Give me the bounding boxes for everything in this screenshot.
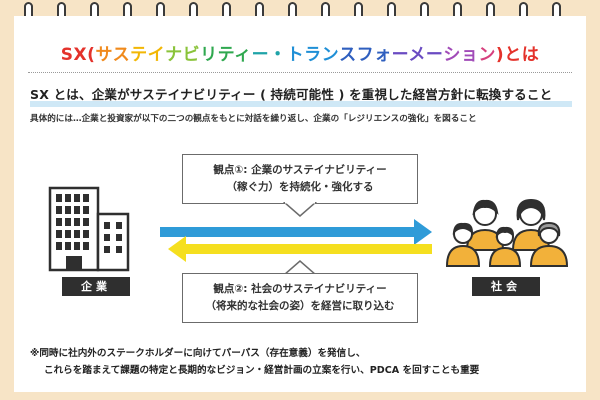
title-segment: ナビ (165, 45, 201, 65)
title-segment: ン (478, 45, 496, 65)
callout-pointer-up (283, 260, 317, 275)
title-segment: トラン (286, 45, 340, 65)
title-segment: とは (504, 45, 540, 65)
viewpoint1-line1: 観点①: 企業のサステイナビリティー (213, 164, 387, 176)
viewpoint2-box: 観点②: 社会のサステイナビリティー （将来的な社会の姿）を経営に取り込む (182, 273, 418, 323)
viewpoint1-line2: （稼ぐ力）を持続化・強化する (226, 181, 374, 193)
society-label: 社会 (472, 277, 540, 296)
lead-definition: SX とは、企業がサステイナビリティー ( 持続可能性 ) を重視した経営方針に… (30, 87, 553, 102)
title-segment: ーメー (391, 45, 444, 65)
title-divider (28, 72, 572, 73)
office-building-icon (48, 186, 130, 272)
viewpoint2-line1: 観点②: 社会のサステイナビリティー (213, 283, 387, 295)
title-segment: テイ (130, 45, 166, 65)
title-segment: ショ (443, 45, 479, 65)
title-segment: スフォ (339, 45, 392, 65)
footnote-line1: ※同時に社内外のステークホルダーに向けてパーパス（存在意義）を発信し、 (30, 348, 366, 359)
page-title: SX(サステイナビリティー・トランスフォーメーション)とは (0, 40, 600, 65)
title-segment: サス (95, 45, 131, 65)
title-segment: SX (60, 45, 88, 65)
people-group-icon (445, 198, 569, 267)
title-segment: ( (87, 45, 96, 65)
callout-pointer-down (283, 202, 317, 217)
lead-highlight (30, 101, 572, 107)
company-label: 企業 (62, 277, 130, 296)
viewpoint2-line2: （将来的な社会の姿）を経営に取り込む (205, 300, 395, 312)
title-segment: ) (495, 45, 505, 65)
title-segment: ー・ (251, 45, 287, 65)
footnote-line2: これらを踏まえて課題の特定と長期的なビジョン・経営計画の立案を行い、PDCA を… (44, 365, 480, 376)
sub-description: 具体的には…企業と投資家が以下の二つの観点をもとに対話を繰り返し、企業の「レジリ… (30, 114, 477, 124)
arrow-to-company (168, 236, 432, 262)
arrow-to-society (160, 219, 432, 245)
title-segment: リティ (200, 45, 252, 65)
